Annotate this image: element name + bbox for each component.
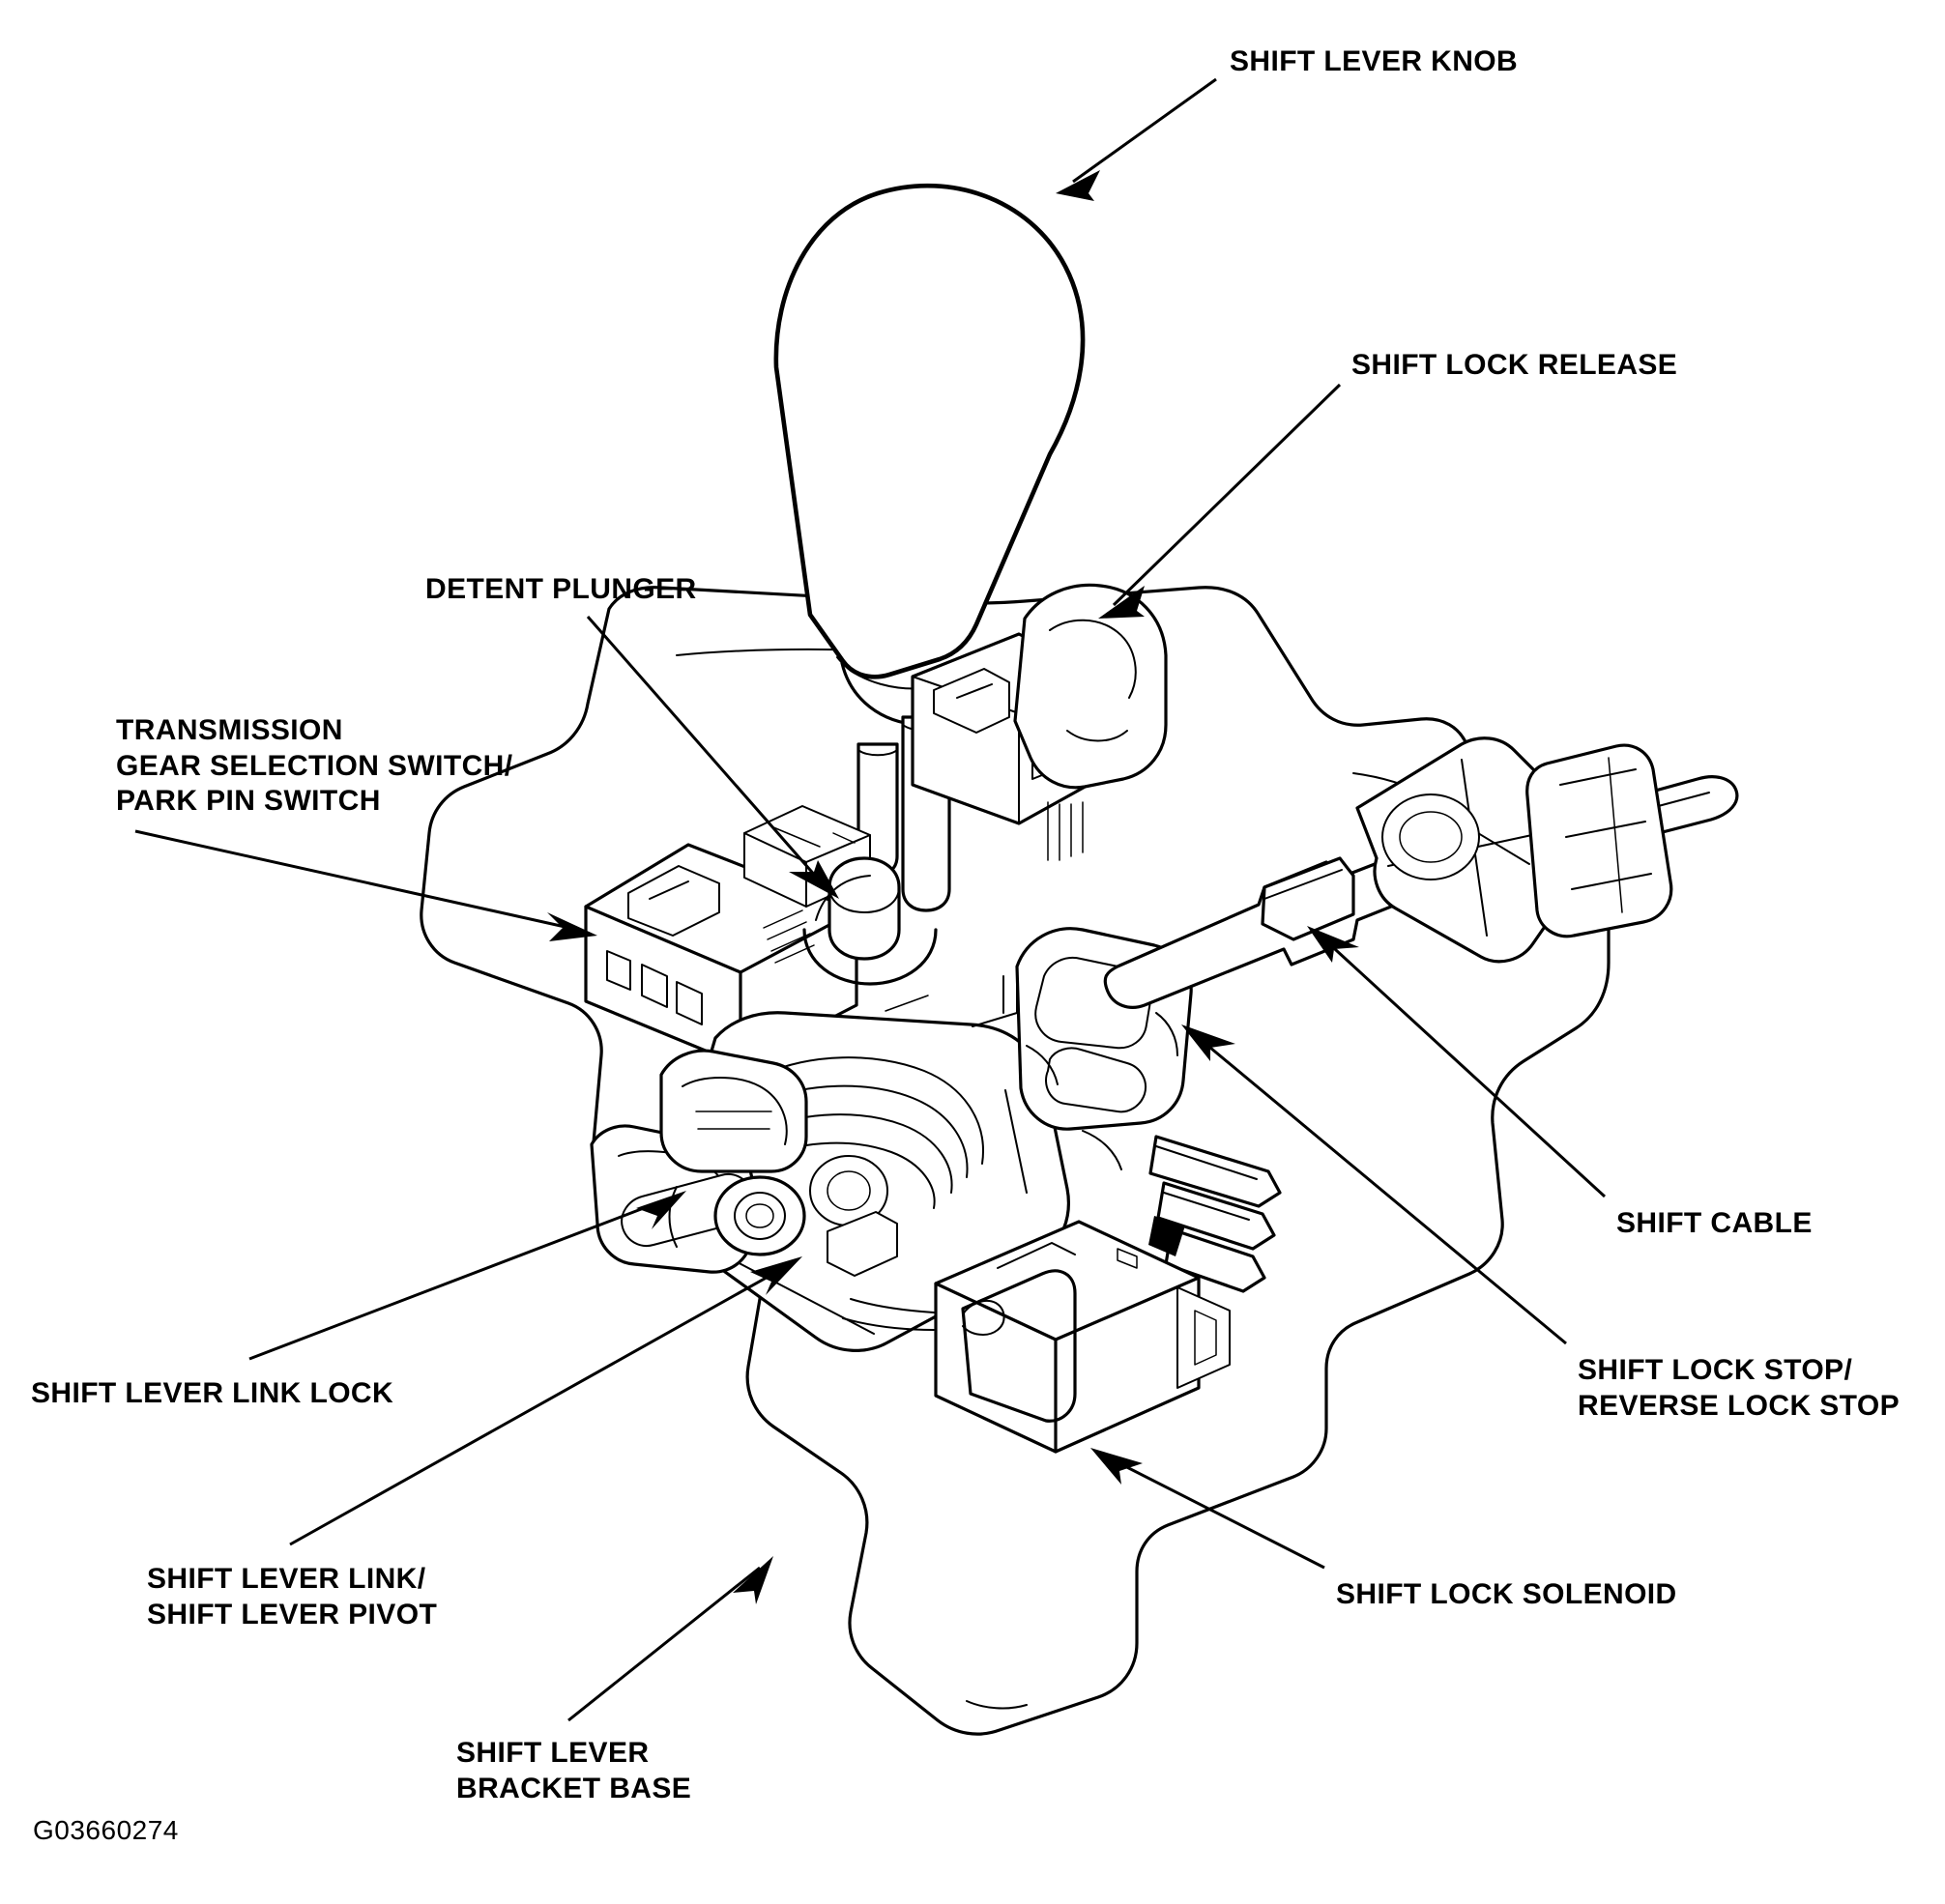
callout-transmission-gear-selection-switch: TRANSMISSION GEAR SELECTION SWITCH/ PARK… <box>116 714 513 818</box>
callout-shift-cable: SHIFT CABLE <box>1616 1207 1813 1239</box>
callout-shift-lock-release: SHIFT LOCK RELEASE <box>1351 349 1678 381</box>
callout-shift-lever-knob: SHIFT LEVER KNOB <box>1230 45 1519 77</box>
leader-shift-lever-bracket-base <box>567 1556 773 1722</box>
shift-lever-link-lock <box>659 1049 808 1173</box>
shift-lock-solenoid <box>842 1220 1231 1454</box>
leader-shift-lock-release <box>1098 383 1342 619</box>
leader-transmission-gear-selection-switch <box>134 829 597 941</box>
assembly-detail-lines <box>668 975 1122 1248</box>
callout-shift-lock-solenoid: SHIFT LOCK SOLENOID <box>1336 1578 1677 1610</box>
figure-id-code: G03660274 <box>33 1815 179 1845</box>
leader-shift-lever-knob <box>1056 77 1217 201</box>
leader-shift-lock-solenoid <box>1090 1448 1325 1570</box>
leader-shift-lock-stop <box>1181 1024 1567 1345</box>
detent-plunger <box>802 856 938 986</box>
shift-lock-release-cover <box>1013 583 1168 790</box>
shift-cable-bracket <box>1355 736 1673 964</box>
leader-shift-cable <box>1307 926 1607 1198</box>
leader-shift-lever-link-pivot <box>289 1256 802 1546</box>
callout-shift-lever-bracket-base: SHIFT LEVER BRACKET BASE <box>456 1737 692 1804</box>
callout-leaders <box>134 77 1607 1722</box>
callout-detent-plunger: DETENT PLUNGER <box>425 573 697 605</box>
callout-shift-lever-link-lock: SHIFT LEVER LINK LOCK <box>31 1377 394 1409</box>
leader-shift-lever-link-lock <box>248 1191 686 1361</box>
callout-shift-lever-link-pivot: SHIFT LEVER LINK/ SHIFT LEVER PIVOT <box>147 1563 438 1630</box>
leader-detent-plunger <box>586 616 839 899</box>
callout-shift-lock-stop-reverse-lock-stop: SHIFT LOCK STOP/ REVERSE LOCK STOP <box>1578 1354 1900 1422</box>
